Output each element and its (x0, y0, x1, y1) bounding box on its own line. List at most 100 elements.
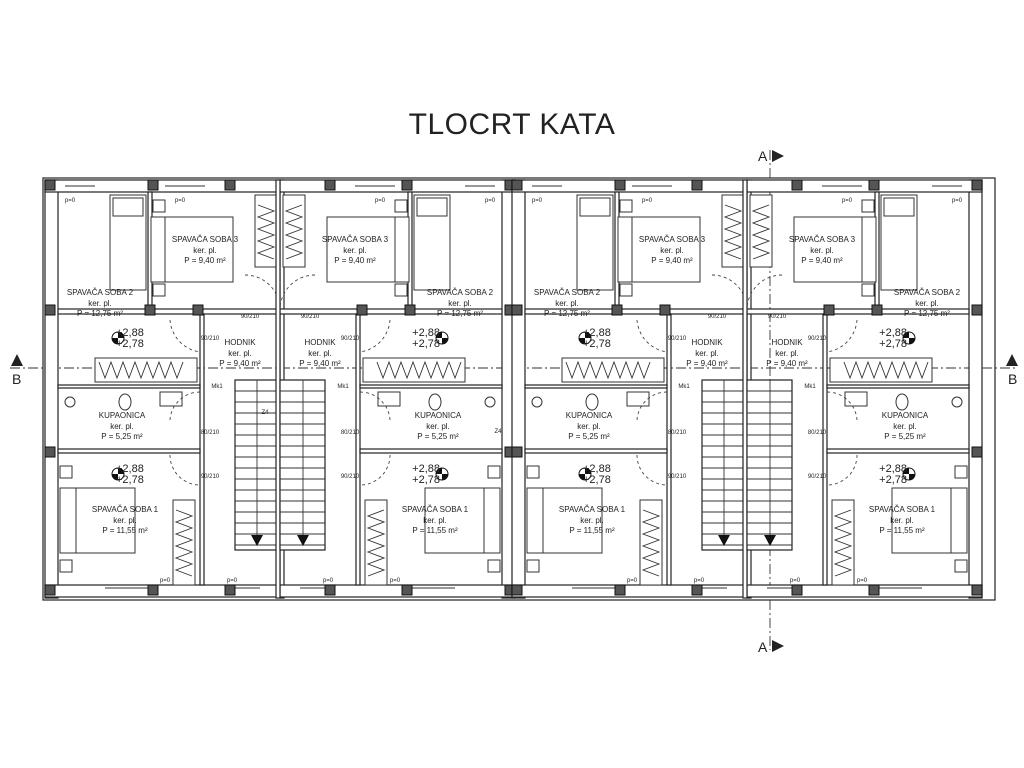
exterior-wall (746, 584, 983, 598)
door-size: 90/210 (668, 474, 687, 480)
floor-finish: ker. pl. (113, 516, 137, 525)
room-name: KUPAONICA (415, 411, 462, 420)
exterior-wall (511, 179, 526, 599)
elevation-top: +2,88 (116, 463, 144, 475)
nightstand (526, 465, 540, 479)
parapet-note: p=0 (160, 578, 171, 584)
elevation-top: +2,88 (879, 463, 907, 475)
room-area: P = 12,75 m² (437, 309, 483, 318)
interior-wall (826, 384, 970, 389)
column (224, 179, 236, 191)
headboard (861, 216, 877, 283)
double-bed (162, 216, 234, 283)
elevation-top: +2,88 (583, 327, 611, 339)
elevation-top: +2,88 (412, 463, 440, 475)
toilet-icon (118, 393, 132, 411)
room-name: SPAVAČA SOBA 2 (894, 288, 961, 297)
mark-tag: Mk1 (337, 384, 349, 390)
parapet-note: p=0 (627, 578, 638, 584)
sink-icon (626, 391, 650, 407)
door-swing (636, 319, 668, 353)
column (324, 584, 336, 596)
sink-icon (159, 391, 183, 407)
column (971, 584, 983, 596)
interior-wall (199, 313, 205, 586)
stair-arrow-icon (718, 535, 730, 546)
column (144, 304, 156, 316)
wardrobe-hangers (751, 204, 771, 260)
elevation-bottom: +2,78 (879, 338, 907, 350)
door-swing (359, 319, 391, 353)
wardrobe-hangers (833, 509, 853, 577)
column (356, 304, 368, 316)
wardrobe-hangers (366, 509, 386, 577)
headboard (483, 487, 501, 554)
nightstand (861, 199, 875, 213)
interior-wall (57, 384, 201, 389)
nightstand (394, 283, 408, 297)
pillow (416, 197, 448, 217)
staircase (279, 379, 326, 551)
room-area: P = 9,40 m² (334, 256, 376, 265)
room-name: SPAVAČA SOBA 1 (402, 505, 469, 514)
elevation-top: +2,88 (583, 463, 611, 475)
door-size: 90/210 (341, 474, 360, 480)
room-name: SPAVAČA SOBA 1 (559, 505, 626, 514)
wardrobe-hangers (284, 204, 304, 260)
nightstand (487, 465, 501, 479)
column (614, 584, 626, 596)
column (147, 584, 159, 596)
unit-4 (742, 179, 983, 599)
room-name: KUPAONICA (99, 411, 146, 420)
floor-finish: ker. pl. (426, 422, 450, 431)
elevation-bottom: +2,78 (583, 474, 611, 486)
nightstand (619, 283, 633, 297)
room-area: P = 9,40 m² (219, 359, 261, 368)
elevation-bottom: +2,78 (116, 474, 144, 486)
room-name: KUPAONICA (566, 411, 613, 420)
headboard (526, 487, 544, 554)
parapet-note: p=0 (642, 198, 653, 204)
wardrobe-hangers (376, 360, 462, 380)
exterior-wall (44, 584, 281, 598)
pillow (112, 197, 144, 217)
door-size: 90/210 (808, 336, 827, 342)
stair-arrow-icon (251, 535, 263, 546)
double-bed (793, 216, 865, 283)
interior-wall (359, 448, 503, 454)
unit-2 (275, 179, 516, 599)
zone-tag: Z4 (261, 410, 269, 416)
floor-finish: ker. pl. (660, 246, 684, 255)
room-name: SPAVAČA SOBA 1 (869, 505, 936, 514)
room-area: P = 11,55 m² (879, 526, 925, 535)
section-marker-a-bottom: A (758, 639, 784, 655)
column (44, 446, 56, 458)
headboard (617, 216, 633, 283)
wardrobe-hangers (723, 204, 743, 260)
door-size: 90/210 (768, 314, 787, 320)
column (147, 179, 159, 191)
nightstand (152, 199, 166, 213)
wardrobe (561, 357, 665, 383)
floor-finish: ker. pl. (448, 299, 472, 308)
column (868, 584, 880, 596)
drawing-title: TLOCRT KATA (408, 108, 616, 141)
mark-tag: Mk1 (678, 384, 690, 390)
headboard (59, 487, 77, 554)
door-size: 90/210 (808, 474, 827, 480)
double-bed (326, 216, 398, 283)
room-name: SPAVAČA SOBA 3 (789, 235, 856, 244)
room-name: KUPAONICA (882, 411, 929, 420)
staircase (234, 379, 281, 551)
exterior-wall (511, 584, 748, 598)
column (511, 584, 523, 596)
room-name: SPAVAČA SOBA 2 (67, 288, 134, 297)
interior-wall (355, 313, 361, 586)
nightstand (152, 283, 166, 297)
door-swing (279, 274, 316, 311)
column (44, 304, 56, 316)
floor-finish: ker. pl. (110, 422, 134, 431)
floor-finish: ker. pl. (193, 246, 217, 255)
headboard (394, 216, 410, 283)
